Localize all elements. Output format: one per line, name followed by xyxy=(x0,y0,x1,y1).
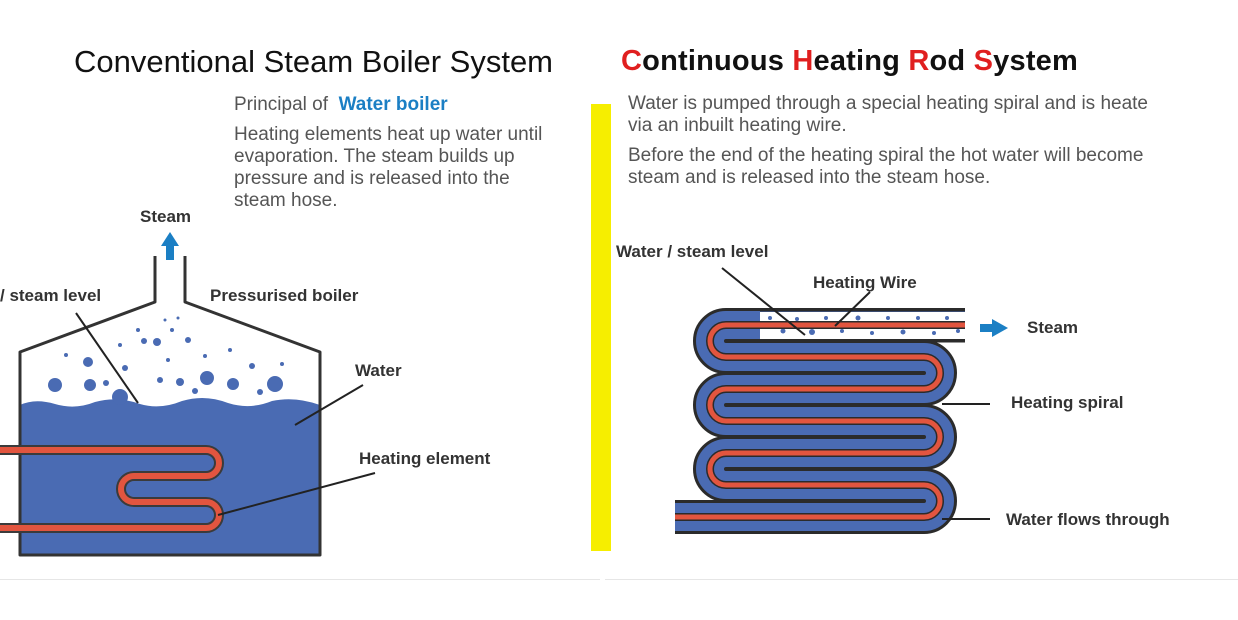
bottom-rule-right xyxy=(605,579,1238,580)
left-desc-line: steam hose. xyxy=(234,190,338,211)
label-steam-left: Steam xyxy=(140,207,192,226)
right-title-part: od xyxy=(929,45,974,77)
principal-prefix: Principal of xyxy=(234,94,328,115)
right-p1-line: via an inbuilt heating wire. xyxy=(628,115,847,136)
principal-line: Principal of Water boiler xyxy=(234,94,448,116)
leader-heating-wire xyxy=(834,291,871,327)
right-title-part: R xyxy=(908,45,930,77)
boiler-vessel xyxy=(18,256,322,557)
heating-element-core xyxy=(0,447,222,531)
right-p2-line: Before the end of the heating spiral the… xyxy=(628,145,1144,166)
right-title: Continuous Heating Rod System xyxy=(621,45,1078,78)
label-water: Water xyxy=(355,361,402,380)
label-water-steam-level-right: Water / steam level xyxy=(616,242,769,261)
heating-wire-core xyxy=(675,322,965,520)
label-heating-spiral: Heating spiral xyxy=(1011,393,1124,412)
label-steam-right: Steam xyxy=(1027,318,1079,337)
steam-arrow-right-icon xyxy=(980,319,1008,337)
principal-highlight: Water boiler xyxy=(338,94,448,115)
label-pressurised-boiler: Pressurised boiler xyxy=(210,286,359,305)
right-title-part: ontinuous xyxy=(642,45,793,77)
boiler-diagram xyxy=(0,232,376,557)
right-title-part: eating xyxy=(813,45,909,77)
left-desc-line: evaporation. The steam builds up xyxy=(234,146,515,167)
leader-level-right xyxy=(721,267,806,336)
label-heating-element: Heating element xyxy=(359,449,491,468)
label-water-steam-level-left: / steam level xyxy=(0,286,102,305)
right-title-part: S xyxy=(973,45,994,77)
bottom-rule-left xyxy=(0,579,600,580)
spiral-diagram xyxy=(675,267,1008,534)
right-title-part: ystem xyxy=(993,45,1078,77)
right-p2-line: steam and is released into the steam hos… xyxy=(628,167,991,188)
section-divider xyxy=(591,104,611,551)
left-desc-line: Heating elements heat up water until xyxy=(234,124,543,145)
right-p1-line: Water is pumped through a special heatin… xyxy=(628,93,1148,114)
steam-arrow-up-icon xyxy=(161,232,179,260)
left-title: Conventional Steam Boiler System xyxy=(74,44,554,79)
right-paragraph-1: Water is pumped through a special heatin… xyxy=(628,93,1238,137)
left-description: Heating elements heat up water until eva… xyxy=(234,124,542,212)
right-title-part: H xyxy=(792,45,814,77)
leader-water xyxy=(294,384,364,426)
leader-level-left xyxy=(75,312,139,404)
label-heating-wire: Heating Wire xyxy=(813,273,917,292)
leader-heating-element xyxy=(217,472,376,516)
right-title-part: C xyxy=(621,45,643,77)
label-water-flows-through: Water flows through xyxy=(1006,510,1170,529)
right-paragraph-2: Before the end of the heating spiral the… xyxy=(628,145,1238,189)
steam-section-bubbles xyxy=(768,315,960,335)
left-desc-line: pressure and is released into the xyxy=(234,168,510,189)
steam-bubbles xyxy=(48,316,284,405)
